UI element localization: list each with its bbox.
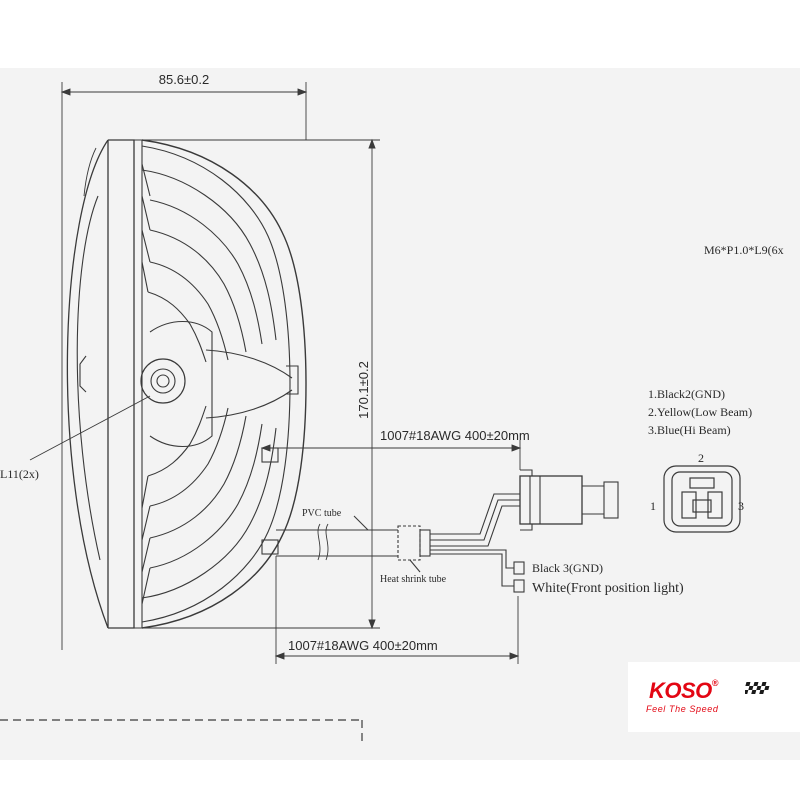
pinout-item-3: 3.Blue(Hi Beam) (648, 423, 731, 437)
pvc-tube-label: PVC tube (302, 508, 342, 519)
bottom-margin (0, 760, 800, 800)
heat-shrink-label: Heat shrink tube (380, 574, 447, 585)
brand-tagline: Feel The Speed (646, 704, 719, 714)
headlight-body (66, 139, 307, 629)
socket-pinout (663, 465, 741, 533)
black-wire-label: Black 3(GND) (532, 561, 603, 575)
drawing-paper (0, 68, 800, 760)
bolt-label: L11(2x) (0, 467, 39, 481)
wiring (276, 469, 619, 593)
lower-cable-spec: 1007#18AWG 400±20mm (288, 638, 438, 653)
pin-2-label: 2 (698, 451, 704, 465)
screw-spec: M6*P1.0*L9(6x (704, 243, 784, 257)
checkered-flag-icon (745, 682, 770, 694)
brand-wordmark: KOSO® (649, 678, 718, 703)
white-wire-label: White(Front position light) (532, 581, 684, 596)
pin-1-label: 1 (650, 499, 656, 513)
upper-cable-spec: 1007#18AWG 400±20mm (380, 428, 530, 443)
top-margin (0, 0, 800, 68)
pin-3-label: 3 (738, 499, 744, 513)
pinout-item-2: 2.Yellow(Low Beam) (648, 405, 752, 419)
brand-logo: KOSO® Feel The Speed (628, 662, 800, 732)
dimension-lines (29, 82, 522, 664)
height-dimension: 170.1±0.2 (356, 361, 371, 419)
width-dimension: 85.6±0.2 (159, 72, 210, 87)
pinout-item-1: 1.Black2(GND) (648, 387, 725, 401)
